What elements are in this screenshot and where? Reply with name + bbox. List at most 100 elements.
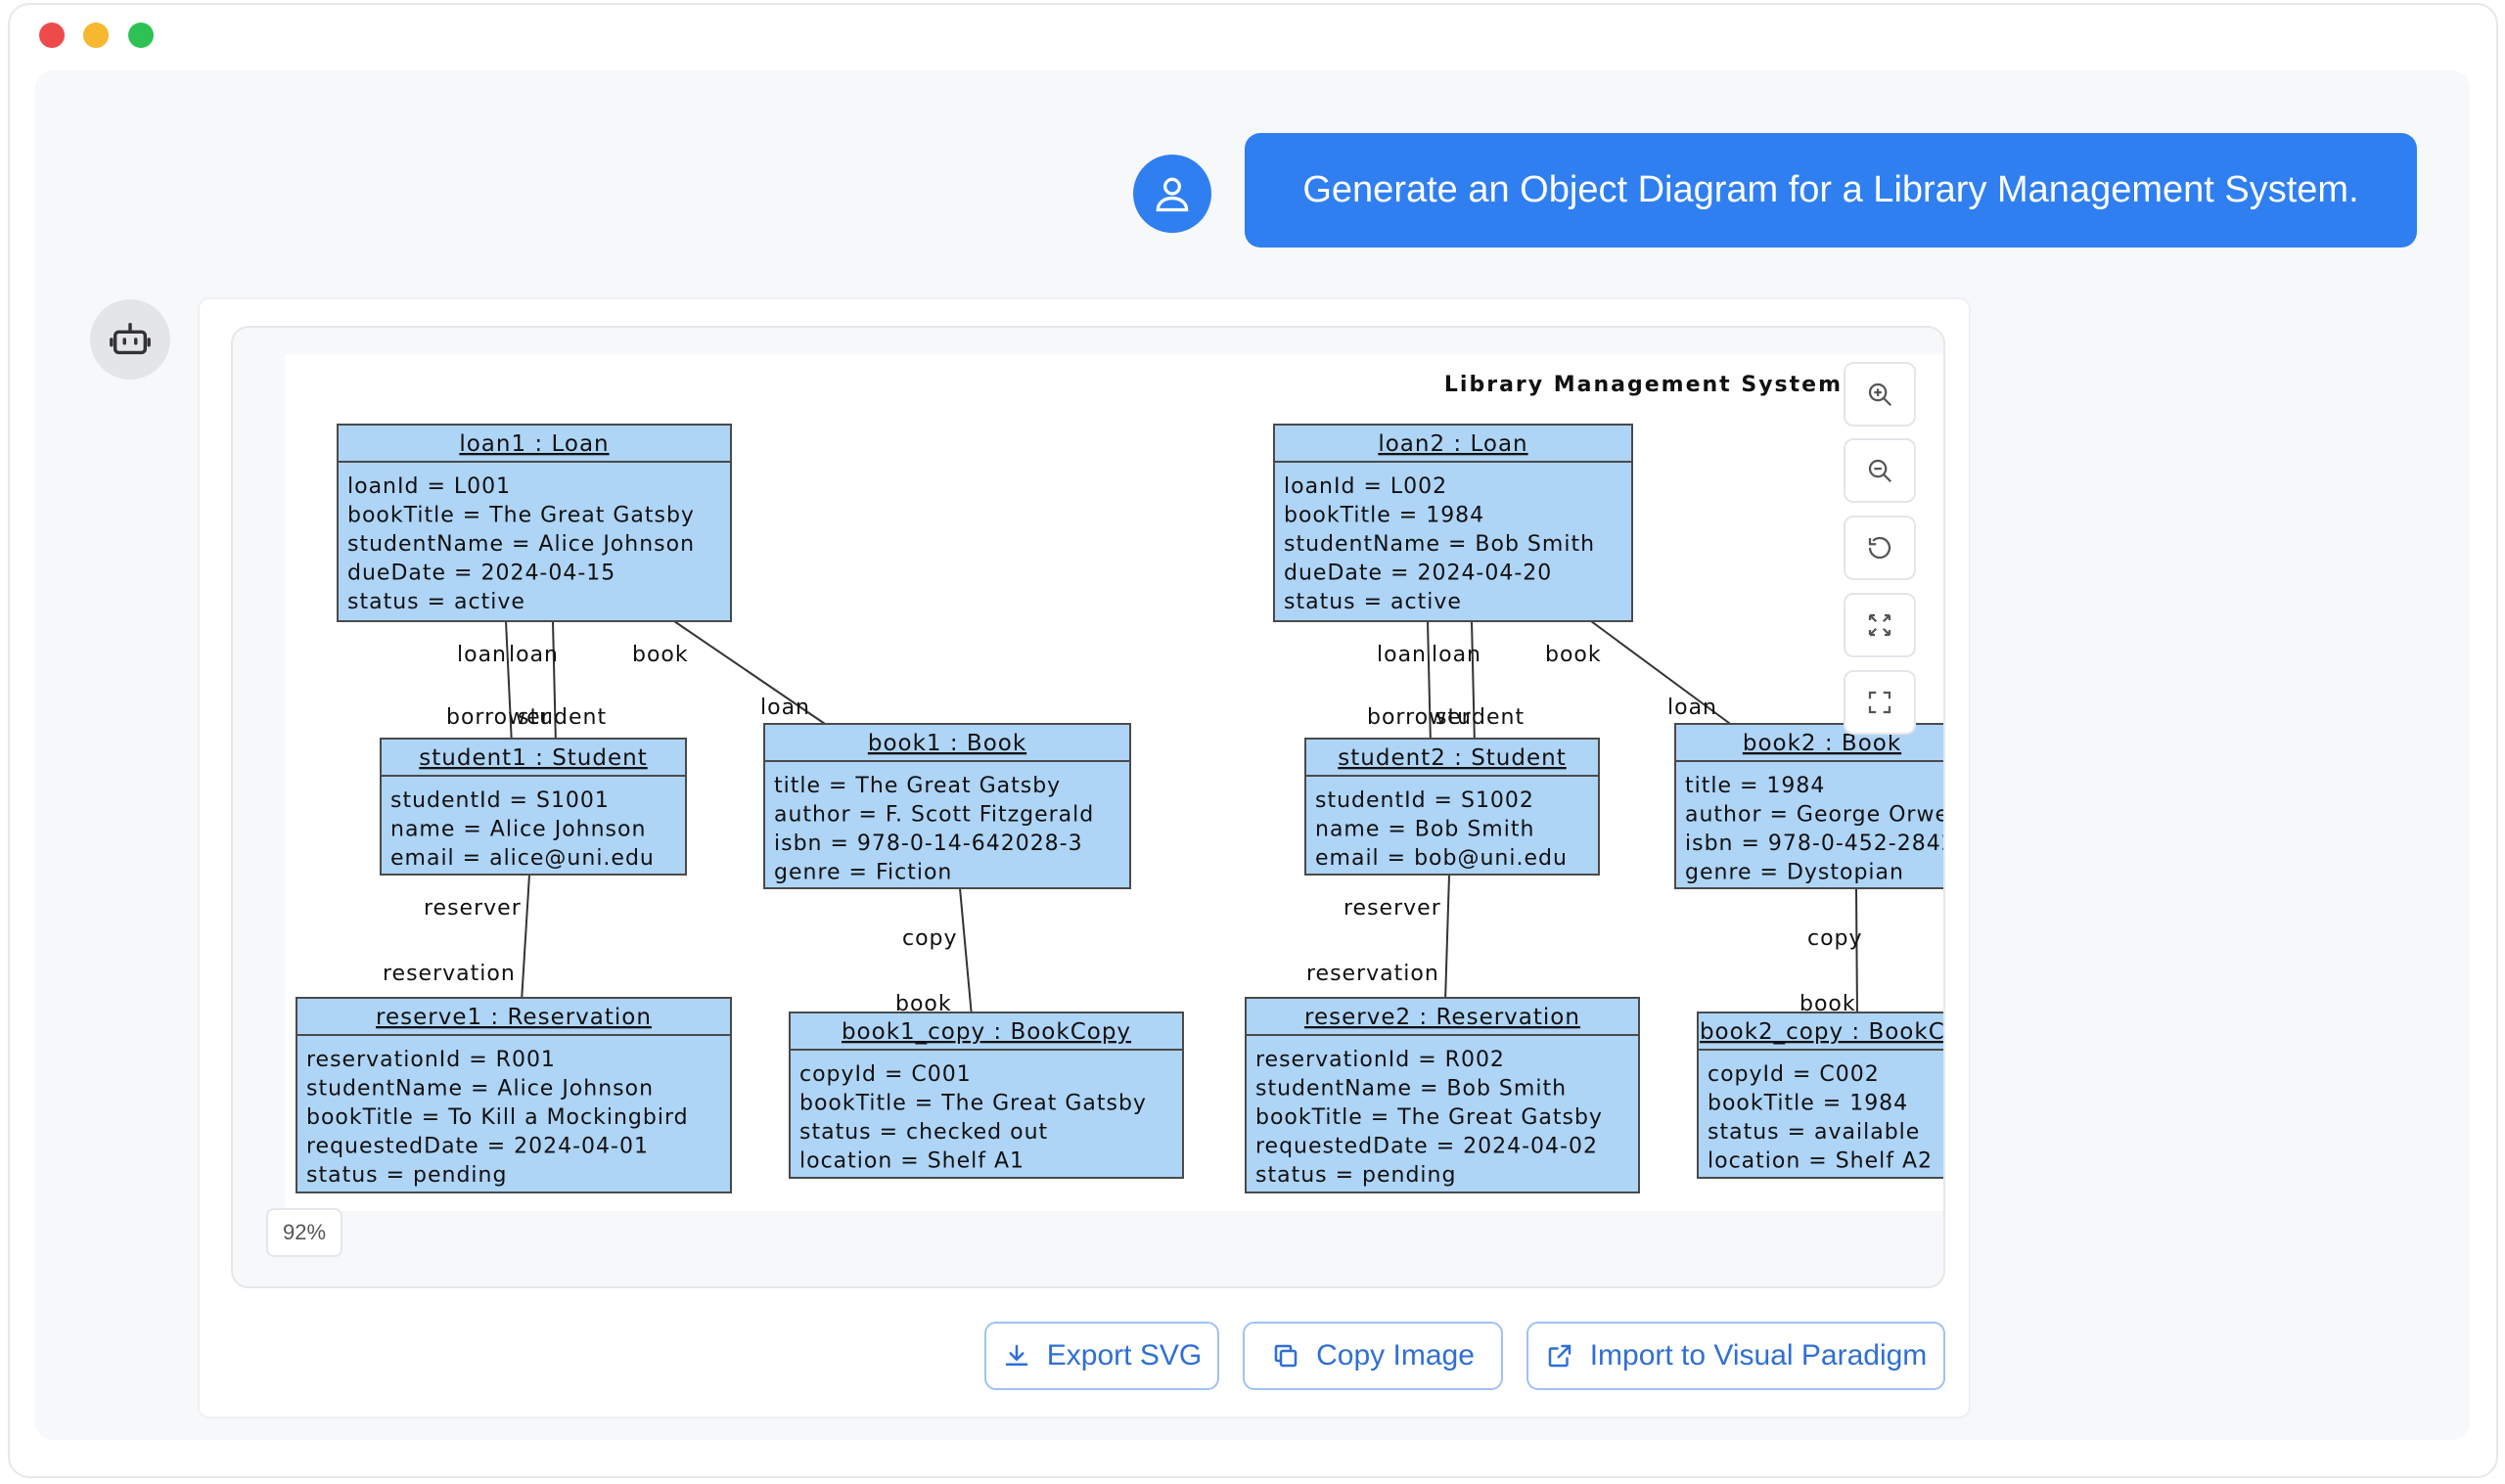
association-lines: [505, 620, 1858, 1017]
object-box-body: [1273, 424, 1633, 622]
object-attribute: status = pending: [306, 1163, 507, 1188]
copy-image-label: Copy Image: [1316, 1339, 1475, 1372]
download-icon: [1005, 1344, 1028, 1366]
object-attribute: studentId = S1001: [390, 788, 610, 813]
role-label: reserver: [424, 896, 522, 921]
object-attribute: loanId = L002: [1284, 474, 1447, 499]
association-link: [673, 620, 829, 727]
object-attribute: name = Alice Johnson: [390, 818, 646, 842]
object-attribute: name = Bob Smith: [1315, 818, 1534, 842]
import-visual-paradigm-button[interactable]: Import to Visual Paradigm: [1526, 1322, 1945, 1390]
object-attribute: bookTitle = The Great Gatsby: [799, 1092, 1147, 1116]
zoom-level-badge: 92%: [266, 1208, 342, 1257]
role-label: loan: [509, 643, 559, 667]
object-name: book1 : Book: [868, 731, 1026, 756]
object-attribute: location = Shelf A2: [1708, 1149, 1933, 1174]
user-icon: [1156, 177, 1189, 212]
window-maximize-dot[interactable]: [128, 22, 154, 48]
object-attribute: bookTitle = The Great Gatsby: [1255, 1105, 1603, 1130]
object-attribute: copyId = C001: [799, 1062, 972, 1087]
object-attribute: studentName = Alice Johnson: [347, 532, 695, 557]
object-box-body: [1245, 997, 1640, 1193]
object-attribute: email = bob@uni.edu: [1315, 846, 1568, 871]
object-box-body: [789, 1012, 1184, 1179]
object-attribute: isbn = 978-0-14-642028-3: [774, 832, 1083, 856]
object-attribute: copyId = C002: [1708, 1062, 1880, 1087]
zoom-in-button[interactable]: [1844, 362, 1916, 427]
object-attribute: studentName = Bob Smith: [1255, 1077, 1567, 1102]
export-svg-button[interactable]: Export SVG: [984, 1322, 1219, 1390]
object-attribute: requestedDate = 2024-04-02: [1255, 1135, 1598, 1159]
object-attribute: status = active: [347, 590, 525, 614]
object-name: loan1 : Loan: [459, 431, 609, 457]
role-label: book: [1799, 992, 1856, 1016]
object-attribute: title = 1984: [1685, 774, 1825, 798]
fit-icon: [1868, 613, 1891, 637]
object-attribute: status = checked out: [799, 1120, 1048, 1145]
object-attribute: studentName = Bob Smith: [1284, 532, 1595, 557]
fit-view-button[interactable]: [1844, 593, 1916, 657]
reset-icon: [1868, 536, 1891, 560]
object-attribute: location = Shelf A1: [799, 1149, 1025, 1174]
association-link: [552, 620, 557, 746]
object-attribute: studentId = S1002: [1315, 788, 1534, 813]
object-attribute: title = The Great Gatsby: [774, 774, 1061, 798]
object-box[interactable]: loan2 : Loan loanId = L002 bookTitle = 198…: [1273, 424, 1633, 622]
object-attribute: requestedDate = 2024-04-01: [306, 1135, 649, 1159]
object-attribute: bookTitle = 1984: [1708, 1092, 1908, 1116]
role-label: book: [895, 992, 952, 1016]
object-box[interactable]: book1_copy : BookCopy copyId = C001 bookTi…: [789, 1012, 1184, 1179]
object-name: loan2 : Loan: [1378, 431, 1527, 457]
user-avatar: [1133, 155, 1211, 233]
robot-icon: [110, 322, 151, 355]
role-label: reservation: [1306, 962, 1439, 986]
association-link: [1444, 874, 1450, 1003]
export-svg-label: Export SVG: [1046, 1339, 1203, 1372]
object-box-body: [337, 424, 732, 622]
copy-image-button[interactable]: Copy Image: [1243, 1322, 1503, 1390]
object-name: book1_copy : BookCopy: [842, 1019, 1131, 1045]
role-label: borrower: [1367, 705, 1472, 730]
object-attribute: email = alice@uni.edu: [390, 846, 655, 871]
object-attribute: dueDate = 2024-04-15: [347, 562, 615, 586]
object-attribute: isbn = 978-0-452-28423-4: [1685, 832, 1945, 856]
association-link: [1590, 620, 1734, 727]
object-attribute: reservationId = R002: [1255, 1048, 1505, 1072]
role-label: reserver: [1344, 896, 1441, 921]
reset-view-button[interactable]: [1844, 516, 1916, 580]
role-label: borrower: [446, 705, 551, 730]
zoom-out-button[interactable]: [1844, 438, 1916, 503]
role-label: loan: [457, 643, 507, 667]
object-attribute: author = George Orwell: [1685, 803, 1945, 828]
window-close-dot[interactable]: [39, 22, 65, 48]
diagram-title: Library Management System: [1444, 373, 1843, 397]
role-label: book: [632, 643, 689, 667]
object-box-body: [1304, 738, 1600, 876]
role-label: student: [1435, 705, 1525, 730]
object-attribute: dueDate = 2024-04-20: [1284, 562, 1552, 586]
object-attribute: bookTitle = The Great Gatsby: [347, 504, 695, 528]
object-box-body: [380, 738, 687, 876]
copy-icon: [1274, 1344, 1298, 1368]
object-box[interactable]: student1 : Student studentId = S1001 name …: [380, 738, 687, 876]
fullscreen-button[interactable]: [1844, 670, 1916, 735]
role-label: copy: [902, 926, 958, 951]
window-minimize-dot[interactable]: [83, 22, 109, 48]
object-attribute: status = available: [1708, 1120, 1920, 1145]
object-attribute: genre = Fiction: [774, 861, 952, 885]
role-label: student: [518, 705, 607, 730]
object-name: student1 : Student: [419, 745, 647, 771]
association-link: [959, 887, 973, 1017]
object-attribute: bookTitle = 1984: [1284, 504, 1484, 528]
import-visual-paradigm-label: Import to Visual Paradigm: [1589, 1339, 1928, 1372]
